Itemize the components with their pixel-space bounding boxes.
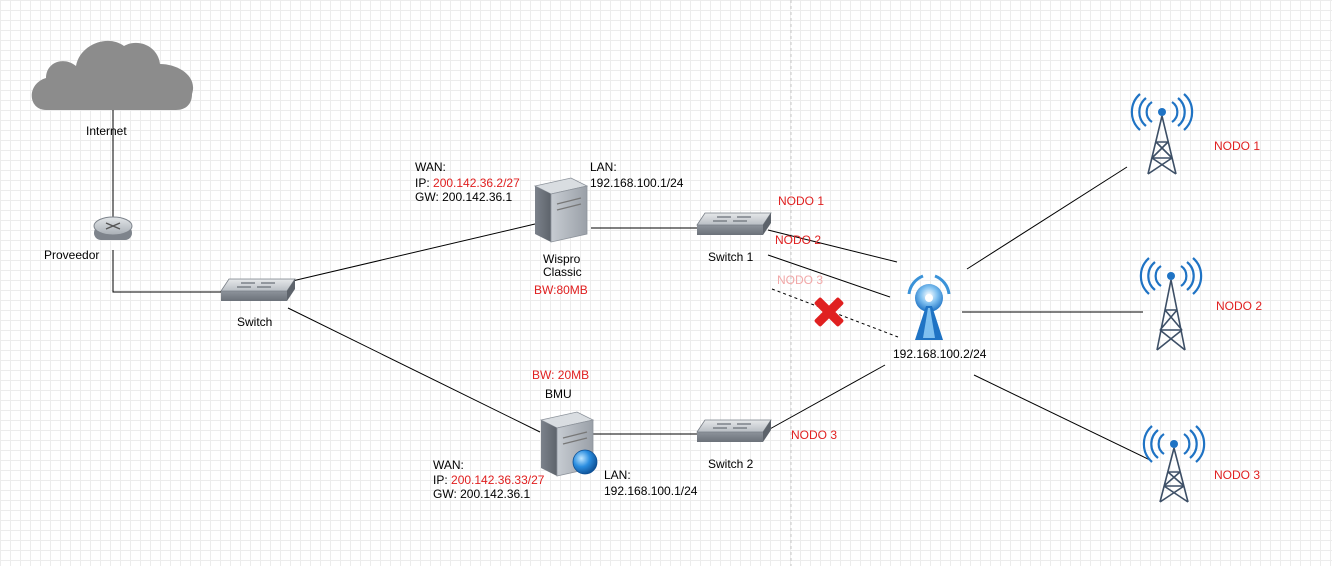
wispro-ip-prefix: IP: [415, 176, 433, 190]
network-switch-icon [696, 419, 772, 442]
link-switch-bmu [287, 307, 541, 433]
server-icon [533, 177, 589, 243]
access-point[interactable] [907, 274, 951, 340]
main-switch[interactable] [220, 278, 296, 301]
link-ap-tower1 [966, 166, 1128, 270]
link-ap-tower3 [973, 374, 1151, 461]
wireless-access-point-icon [907, 274, 951, 340]
wispro-wan-title: WAN: [415, 160, 446, 174]
cloud-icon [31, 40, 194, 110]
wispro-wan-ip: 200.142.36.2/27 [433, 176, 520, 190]
bmu-server[interactable] [539, 411, 598, 477]
wispro-name-line1: Wispro [543, 252, 581, 266]
bmu-wan-title: WAN: [433, 458, 464, 472]
bmu-name: BMU [545, 387, 572, 401]
network-switch-icon [220, 278, 296, 301]
wispro-name-line2: Classic [543, 265, 582, 279]
switch-2[interactable] [696, 419, 772, 442]
wispro-bandwidth: BW:80MB [534, 283, 588, 297]
link-label-nodo3: NODO 3 [791, 428, 837, 442]
tower-nodo3[interactable] [1142, 425, 1206, 503]
tower-nodo1[interactable] [1130, 93, 1194, 175]
tower-label-nodo2: NODO 2 [1216, 299, 1262, 313]
wispro-wan-gw: GW: 200.142.36.1 [415, 190, 513, 204]
radio-tower-icon [1130, 93, 1194, 175]
tower-label-nodo3: NODO 3 [1214, 468, 1260, 482]
access-point-ip: 192.168.100.2/24 [893, 347, 987, 361]
wispro-server[interactable] [533, 177, 589, 243]
bmu-bandwidth: BW: 20MB [532, 368, 589, 382]
radio-tower-icon [1142, 425, 1206, 503]
link-label-nodo1: NODO 1 [778, 194, 824, 208]
link-switch2-ap [767, 364, 886, 431]
link-proveedor-switch [112, 250, 222, 293]
wispro-wan-ip-line: IP: 200.142.36.2/27 [415, 176, 520, 190]
wispro-lan-title: LAN: [590, 160, 617, 174]
link-switch-wispro [287, 223, 536, 283]
wispro-lan-ip: 192.168.100.1/24 [590, 176, 684, 190]
tower-nodo2[interactable] [1139, 257, 1203, 351]
globe-icon [572, 449, 598, 475]
switch-1[interactable] [696, 212, 772, 235]
link-nodo1 [767, 229, 898, 263]
network-switch-icon [696, 212, 772, 235]
tower-label-nodo1: NODO 1 [1214, 139, 1260, 153]
link-nodo2 [767, 254, 891, 298]
switch1-label: Switch 1 [708, 250, 754, 264]
bmu-wan-ip-line: IP: 200.142.36.33/27 [433, 473, 545, 487]
x-mark-icon [814, 297, 844, 327]
router-icon [93, 216, 133, 240]
bmu-wan-ip: 200.142.36.33/27 [451, 473, 545, 487]
internet-label: Internet [86, 124, 127, 138]
proveedor-label: Proveedor [44, 248, 99, 262]
bmu-lan-ip: 192.168.100.1/24 [604, 484, 698, 498]
proveedor-router[interactable] [93, 216, 133, 240]
link-label-nodo2: NODO 2 [775, 233, 821, 247]
switch-label: Switch [237, 315, 272, 329]
bmu-wan-gw: GW: 200.142.36.1 [433, 487, 531, 501]
radio-tower-icon [1139, 257, 1203, 351]
internet-cloud[interactable] [31, 40, 194, 110]
link-label-nodo3-failed: NODO 3 [777, 273, 823, 287]
switch2-label: Switch 2 [708, 457, 754, 471]
bmu-lan-title: LAN: [604, 468, 631, 482]
bmu-ip-prefix: IP: [433, 473, 451, 487]
